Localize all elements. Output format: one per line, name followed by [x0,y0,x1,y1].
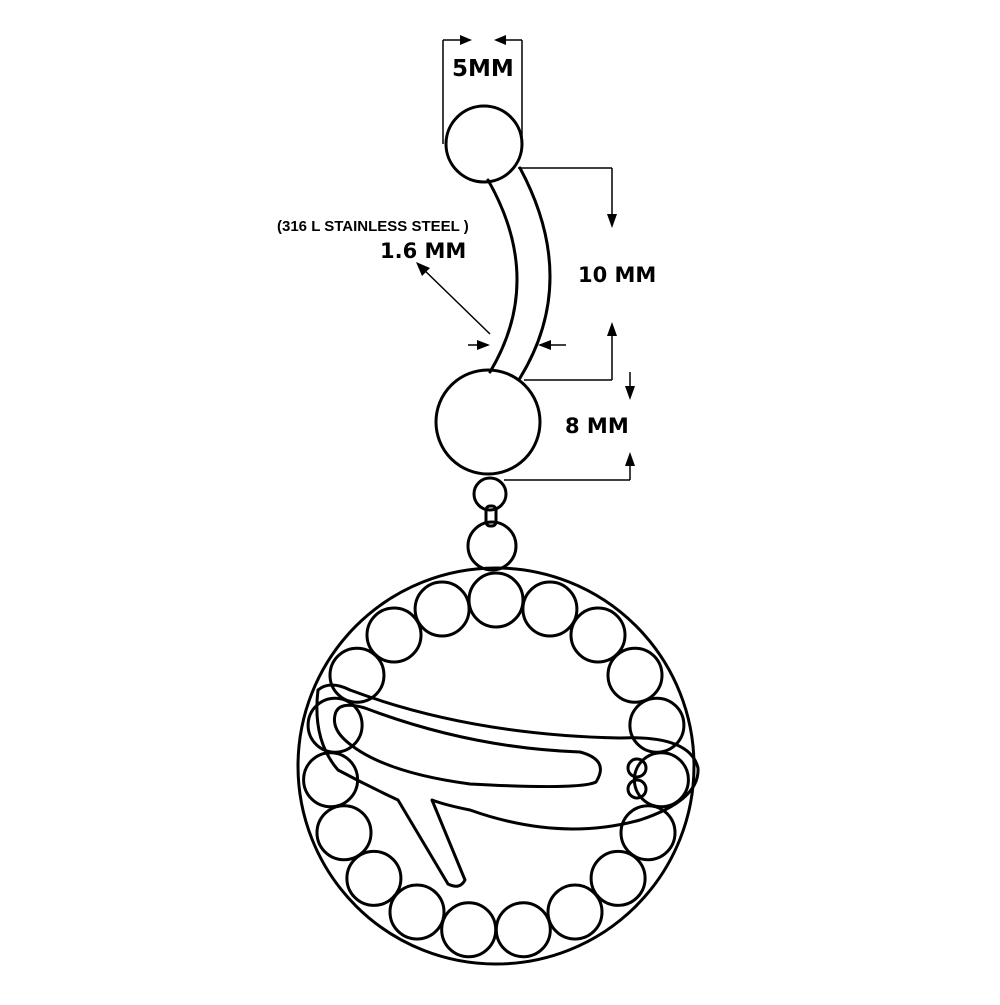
material-label: (316 L STAINLESS STEEL ) [277,218,469,235]
bar-length-label: 10 MM [578,263,657,287]
rhinestone [606,646,664,704]
curved-bar [486,178,519,374]
shoe-bow-upper [626,757,648,779]
bottom-ball-width-label: 8 MM [565,414,629,438]
rhinestone [619,804,677,862]
rhinestone [365,606,423,664]
rhinestone [494,901,552,959]
link-ball [466,520,518,572]
rhinestone [569,606,627,664]
top-ball-width-label: 5MM [452,56,514,82]
jump-ring [484,504,498,528]
pendant-outer-ring [296,566,696,966]
shoe-outline [315,683,700,888]
rhinestone-ring [302,571,690,959]
rhinestone [345,849,403,907]
rhinestone [413,580,471,638]
top-ball [444,104,524,184]
gauge-label: 1.6 MM [380,239,467,263]
rhinestone [440,901,498,959]
curved-bar-outer [518,166,552,380]
rhinestone [546,883,604,941]
rhinestone [521,580,579,638]
shoe-inner-insole [333,703,602,789]
connector-ball [472,476,508,512]
rhinestone [467,571,525,629]
rhinestone [589,849,647,907]
rhinestone [388,883,446,941]
rhinestone [315,804,373,862]
shoe-bow-lower [626,778,648,800]
bottom-ball [434,368,542,476]
rhinestone [306,696,364,754]
rhinestone [328,646,386,704]
